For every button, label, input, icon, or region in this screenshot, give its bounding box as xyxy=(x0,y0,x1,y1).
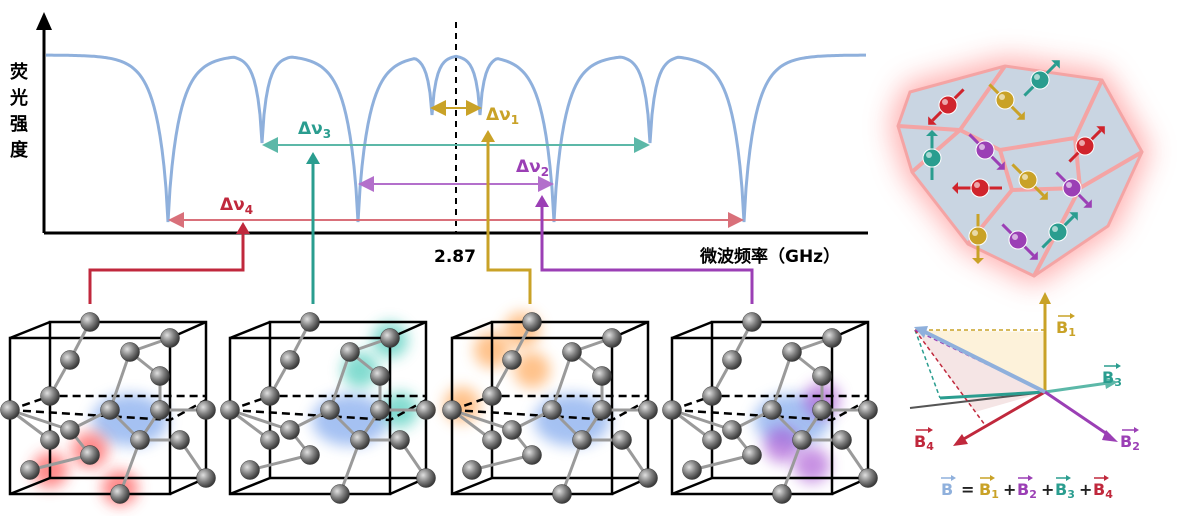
connector-red xyxy=(88,232,245,304)
nv-spin-gold xyxy=(968,214,988,264)
b2-label: B2 xyxy=(1120,427,1140,453)
crystal-cell-orange xyxy=(442,312,658,504)
b3-vector-back xyxy=(939,390,1046,400)
b2-arrowhead xyxy=(1102,430,1118,442)
b4-arrowhead xyxy=(953,434,968,446)
b3-arrowhead xyxy=(1104,377,1118,389)
svg-text:B3: B3 xyxy=(1102,368,1122,389)
nv-spin-teal xyxy=(922,130,942,180)
red-dash xyxy=(914,329,986,426)
nv-spin-red xyxy=(928,88,965,125)
dv1-label: Δν1 xyxy=(486,105,519,127)
y-axis-label-char-3: 强 xyxy=(10,114,28,135)
nv-spin-purple xyxy=(968,133,1005,170)
b1-arrowhead xyxy=(1039,292,1051,304)
nv-spin-teal xyxy=(1023,60,1060,97)
nv-spin-red xyxy=(952,178,1002,198)
dv4-label: Δν4 xyxy=(220,195,253,217)
x-axis-label: 微波频率（GHz） xyxy=(699,246,840,267)
nv-spins xyxy=(922,60,1105,264)
b3-vector xyxy=(1044,381,1109,394)
y-axis-label-char-1: 荧 xyxy=(10,61,28,83)
b1-label: B1 xyxy=(1056,313,1076,339)
y-axis-label-char-2: 光 xyxy=(9,87,28,109)
nv-spin-purple xyxy=(1055,171,1092,208)
b4-vector xyxy=(961,390,1046,442)
y-axis-arrowhead xyxy=(36,12,52,30)
nv-spin-red xyxy=(1068,126,1105,163)
spectrum-panel: 荧 光 强 度 微波频率（GHz） 2.87 Δν1 Δν2 Δν3 Δν4 xyxy=(9,12,868,304)
dv3-label: Δν3 xyxy=(298,119,331,141)
odmr-spectrum-curve xyxy=(46,53,866,223)
nv-spin-gold xyxy=(988,83,1025,120)
connector-gold-head xyxy=(481,130,495,142)
connector-purple xyxy=(540,205,754,304)
b3-label: B3 xyxy=(1102,363,1122,389)
crystal-cell-teal xyxy=(220,312,436,504)
svg-text:B2: B2 xyxy=(1120,432,1140,453)
eq-b2: B2 xyxy=(1017,480,1037,501)
b4-label: B4 xyxy=(914,427,934,453)
teal-dash xyxy=(914,329,941,399)
nv-spin-teal xyxy=(1041,212,1078,249)
connector-teal-head xyxy=(306,152,320,164)
eq-b1: B1 xyxy=(979,480,999,501)
vector-sum-equation: B = B1 + B2 + B3 + B4 xyxy=(941,475,1113,501)
eq-equals: = xyxy=(961,480,974,499)
eq-plus-3: + xyxy=(1079,480,1092,499)
crystal-cell-purple xyxy=(662,312,878,504)
eq-b3: B3 xyxy=(1055,480,1075,501)
nv-spin-purple xyxy=(1001,223,1038,260)
eq-plus-1: + xyxy=(1003,480,1016,499)
diamond-panel xyxy=(890,58,1150,285)
eq-b4: B4 xyxy=(1093,480,1113,501)
b-total-vector xyxy=(924,330,1046,394)
b-total-arrowhead xyxy=(914,326,928,338)
connector-gold xyxy=(486,140,532,304)
svg-text:B1: B1 xyxy=(1056,318,1076,339)
b2-vector xyxy=(1044,390,1111,438)
center-tick-label: 2.87 xyxy=(434,247,476,267)
vector-panel: B1 B3 B4 B2 B = B1 + B2 + B3 + xyxy=(909,292,1140,501)
eq-b-total: B xyxy=(941,480,953,499)
dv2-label: Δν2 xyxy=(516,157,549,179)
connector-purple-head xyxy=(535,195,549,207)
eq-plus-2: + xyxy=(1041,480,1054,499)
y-axis-label-char-4: 度 xyxy=(10,139,29,161)
nv-spin-gold xyxy=(1011,163,1048,200)
crystal-cell-red xyxy=(0,312,216,506)
b-sum-plane xyxy=(915,330,1045,412)
svg-text:B4: B4 xyxy=(914,432,934,453)
connector-red-head xyxy=(236,222,250,234)
crystal-cells xyxy=(0,312,878,506)
